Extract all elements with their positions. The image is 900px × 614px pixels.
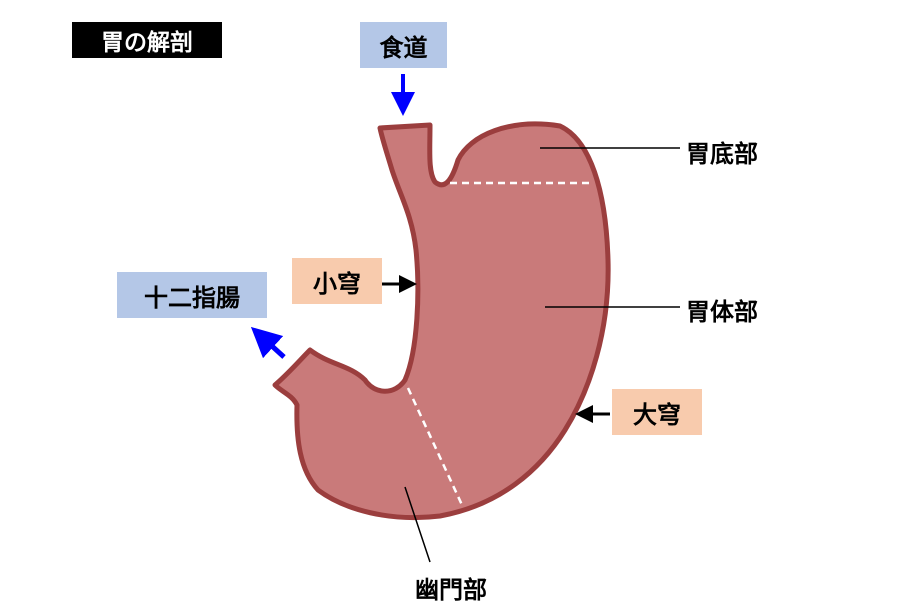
esophagus-label: 食道 xyxy=(360,22,447,68)
greater-curvature-label: 大穹 xyxy=(612,389,702,435)
pylorus-label: 幽門部 xyxy=(415,576,487,604)
pylorus-leader-line xyxy=(404,486,431,563)
pylorus-boundary-dashed xyxy=(406,387,464,506)
duodenum-label: 十二指腸 xyxy=(117,272,267,318)
body-label: 胃体部 xyxy=(686,298,758,326)
fundus-label: 胃底部 xyxy=(686,140,758,168)
stomach-shape xyxy=(272,121,611,521)
lesser-curvature-label: 小穹 xyxy=(292,258,382,304)
duodenum-arrow-icon xyxy=(250,326,286,359)
diagram-title: 胃の解剖 xyxy=(72,22,222,58)
